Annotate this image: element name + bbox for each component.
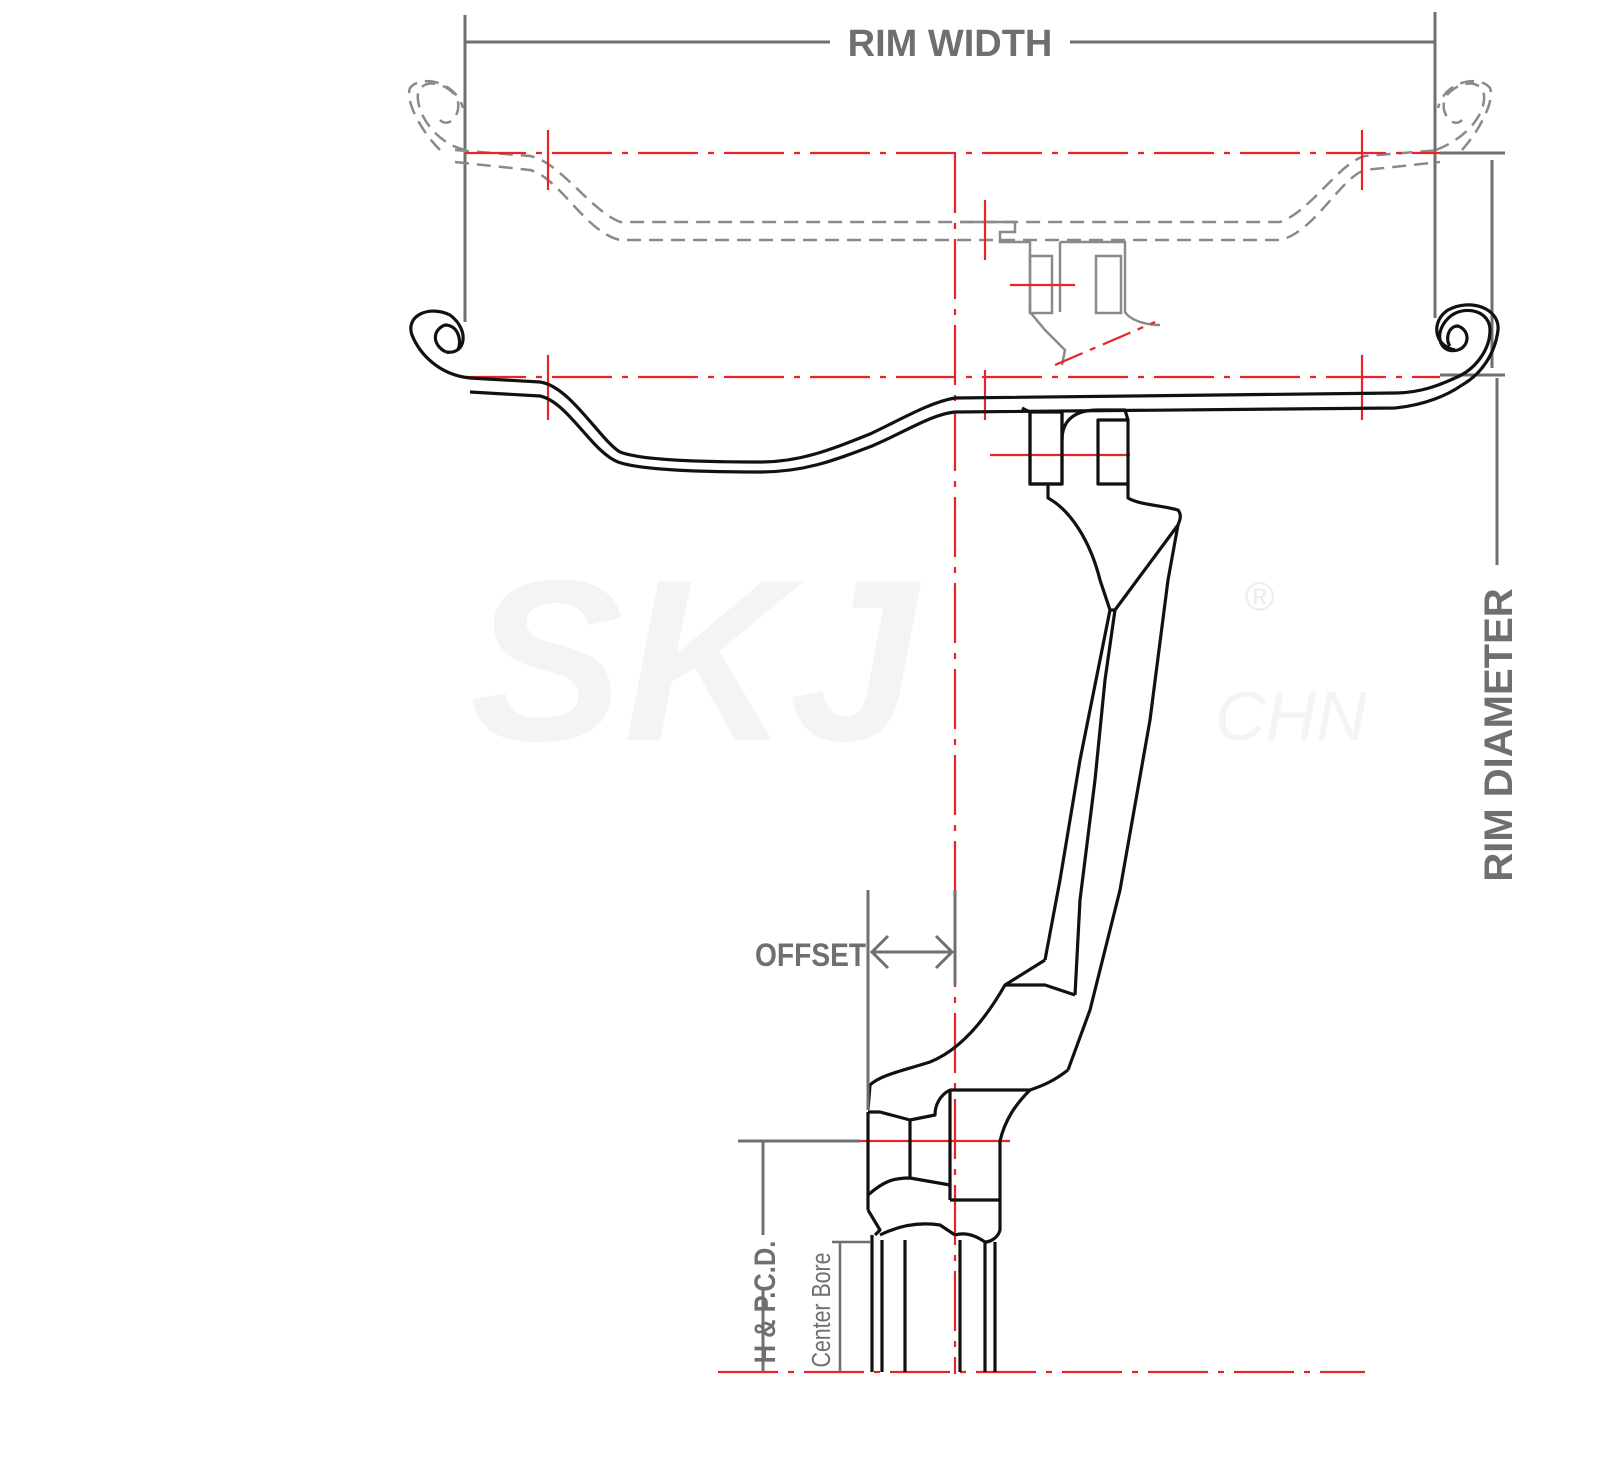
centerlines xyxy=(466,130,1440,1374)
center-bore-label: Center Bore xyxy=(807,1253,837,1368)
rim-diameter-label: RIM DIAMETER xyxy=(1477,588,1521,881)
rim-width-label: RIM WIDTH xyxy=(848,23,1053,65)
ghost-rim-profile xyxy=(407,79,1493,242)
offset-dimension xyxy=(866,890,957,1110)
rim-width-dimension xyxy=(463,12,1437,322)
center-bore-dimension xyxy=(832,1240,870,1372)
pcd-dimension xyxy=(738,1139,860,1372)
watermark-registered-mark: ® xyxy=(1245,575,1274,619)
ghost-hub-detail xyxy=(960,220,1161,366)
offset-label: OFFSET xyxy=(755,938,867,973)
watermark: SKJ CHN ® xyxy=(470,532,1367,789)
watermark-suffix: CHN xyxy=(1215,677,1367,755)
rim-profile xyxy=(409,303,1500,1372)
watermark-text: SKJ xyxy=(470,532,922,789)
rim-diameter-dimension xyxy=(1440,151,1505,565)
pcd-label: H & P.C.D. xyxy=(748,1241,781,1364)
